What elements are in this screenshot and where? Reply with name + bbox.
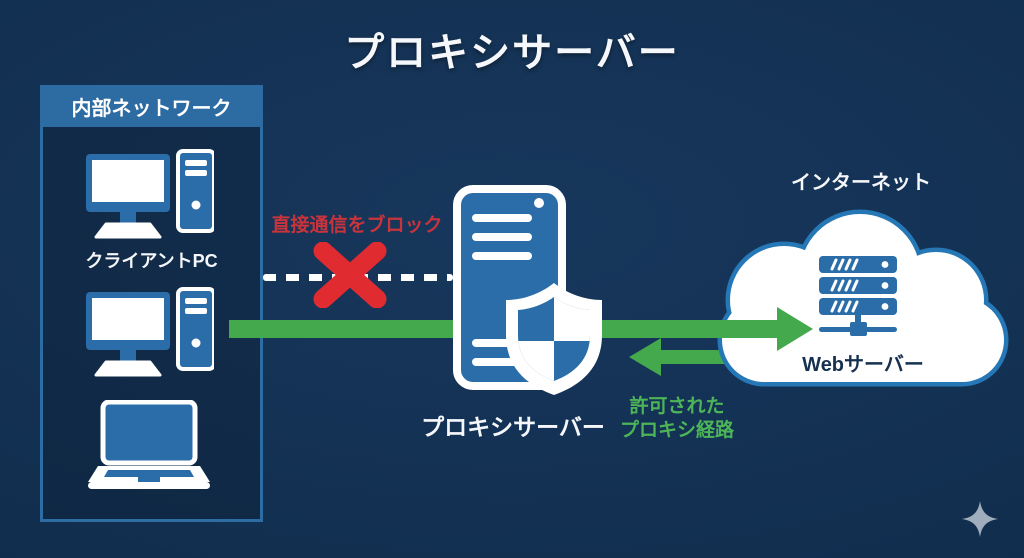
blocked-route-label: 直接通信をブロック <box>271 215 443 236</box>
page-title: プロキシサーバー <box>344 31 680 75</box>
web-server-label: Webサーバー <box>802 354 924 376</box>
sparkle-icon <box>961 500 999 538</box>
arrow-left-icon <box>629 338 739 376</box>
internal-network-header: 内部ネットワーク <box>40 85 263 127</box>
server-rack-icon <box>819 256 897 336</box>
allowed-route-label-line1: 許可された <box>629 396 725 417</box>
internet-label: インターネット <box>791 172 931 194</box>
allowed-route-label-line2: プロキシ経路 <box>619 420 734 441</box>
laptop-icon <box>88 400 210 489</box>
client-pc-label: クライアントPC <box>85 251 218 271</box>
desktop-pc-icon <box>86 149 214 239</box>
security-shield-icon <box>506 283 602 395</box>
desktop-pc-icon <box>86 287 214 377</box>
internal-network-label: 内部ネットワーク <box>71 97 232 120</box>
proxy-server-label: プロキシサーバー <box>421 414 605 440</box>
x-mark-icon <box>313 242 387 308</box>
